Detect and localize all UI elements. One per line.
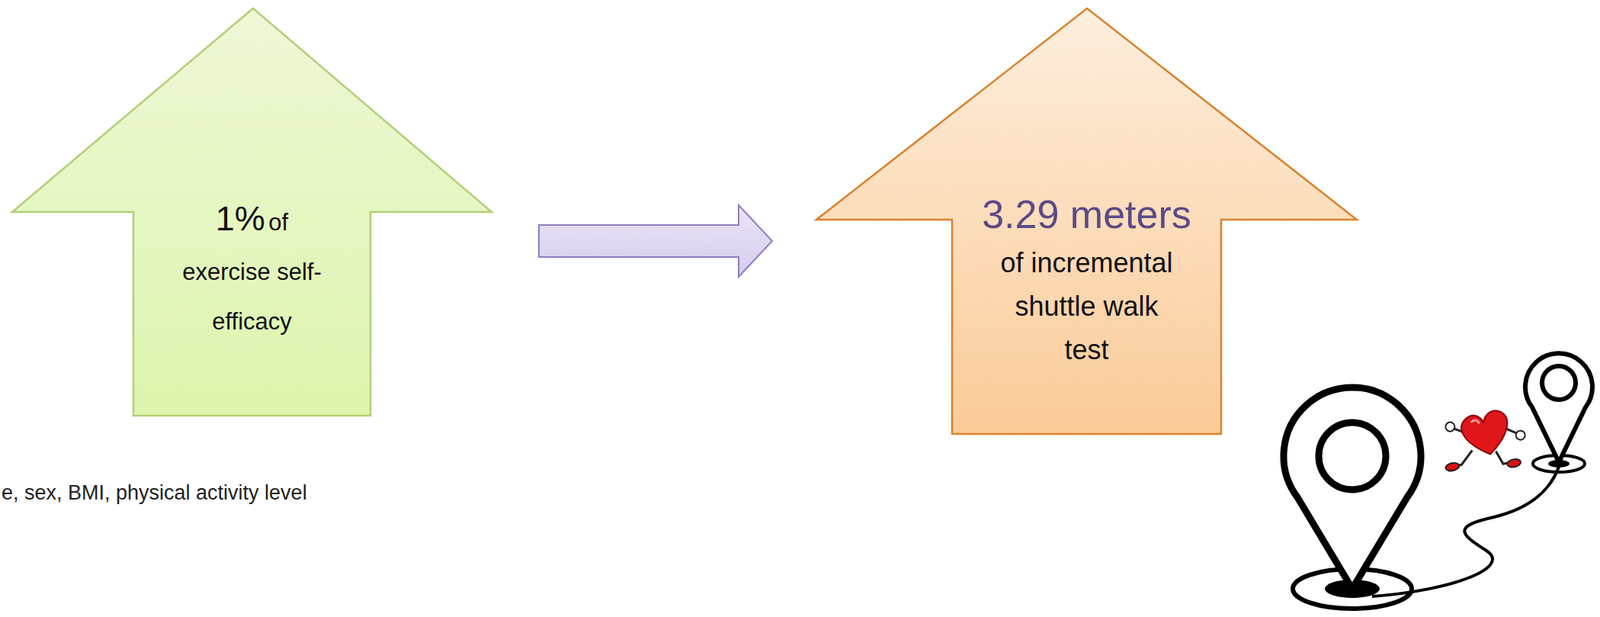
up-arrow-outline — [816, 8, 1357, 434]
covariate-note: e, sex, BMI, physical activity level — [1, 480, 308, 505]
value-text: 3.29 meters — [949, 188, 1225, 241]
running-heart — [1436, 405, 1532, 481]
arrow-text: 3.29 metersof incremental shuttle walk t… — [995, 188, 1179, 372]
up-arrow-box: 3.29 metersof incremental shuttle walk t… — [816, 8, 1357, 434]
pin-hole — [1318, 422, 1386, 490]
pin-hole — [1542, 365, 1576, 400]
description-text: of incremental shuttle walk test — [995, 240, 1179, 372]
arrow-text: 1% of exercise self-efficacy — [172, 195, 333, 349]
route-illustration — [1283, 352, 1593, 609]
block-arrow — [538, 205, 773, 277]
value-text: 1% — [215, 198, 266, 238]
up-arrow-box: 1% of exercise self-efficacy — [12, 8, 492, 416]
up-arrow-outline — [12, 8, 492, 416]
map-pin — [1525, 352, 1593, 462]
map-pin — [1283, 387, 1421, 589]
